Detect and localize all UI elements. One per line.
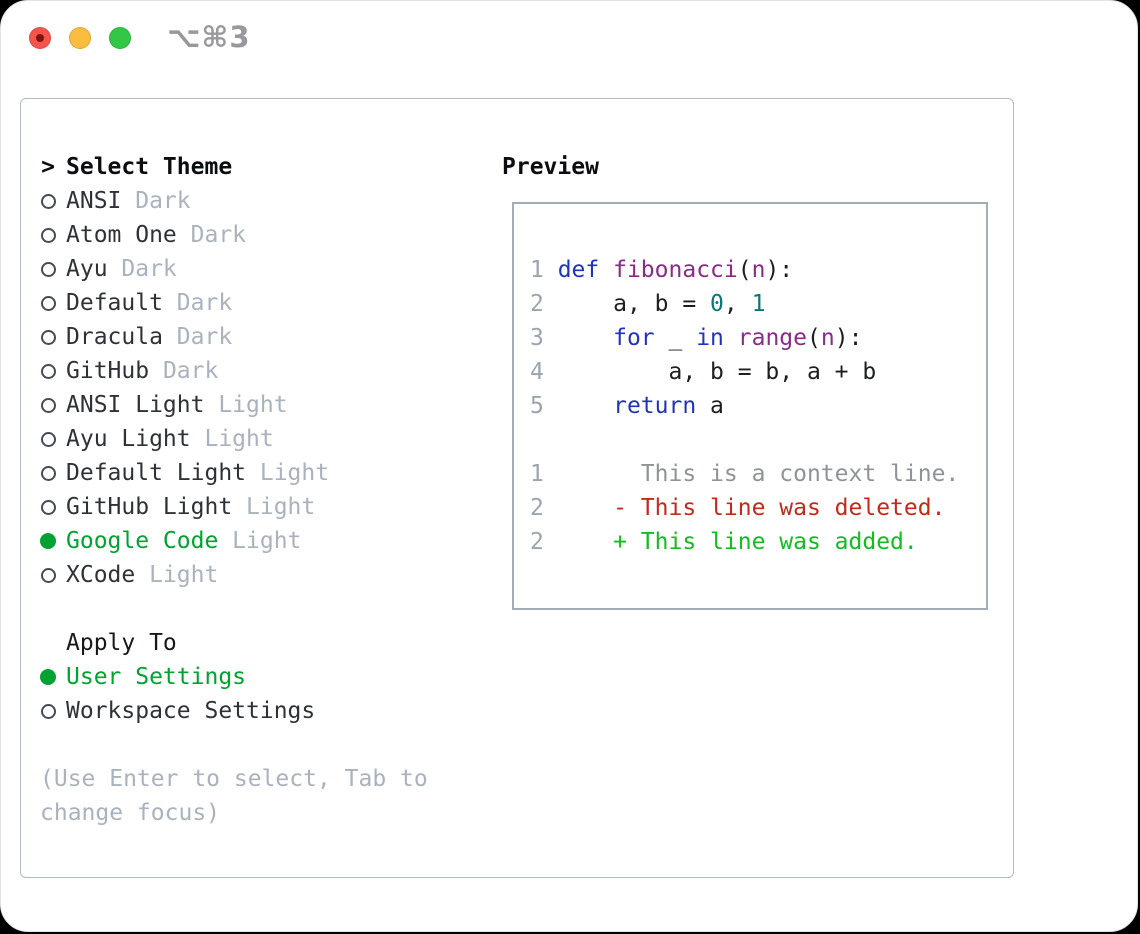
item-variant-label: Dark <box>162 324 233 350</box>
item-label: ANSI <box>66 188 122 214</box>
radio-icon <box>40 261 56 277</box>
theme-item-atom-one[interactable]: Atom One Dark <box>40 218 480 252</box>
theme-item-default-light[interactable]: Default Light Light <box>40 456 480 490</box>
preview-box: 1 def fibonacci(n): 2 a, b = 0, 1 3 for … <box>512 202 988 610</box>
item-variant-label: Dark <box>149 358 219 384</box>
select-theme-header: > Select Theme <box>40 150 480 184</box>
radio-icon <box>40 465 56 481</box>
theme-item-dracula[interactable]: Dracula Dark <box>40 320 480 354</box>
item-variant-label: Light <box>135 562 219 588</box>
item-variant-label: Dark <box>176 222 247 248</box>
item-label: XCode <box>66 562 136 588</box>
radio-icon <box>40 533 56 549</box>
item-variant-label: Light <box>246 460 330 486</box>
apply-option-workspace-settings[interactable]: Workspace Settings <box>40 694 480 728</box>
theme-item-default[interactable]: Default Dark <box>40 286 480 320</box>
select-theme-header-label: Select Theme <box>66 154 233 180</box>
zoom-button[interactable] <box>109 27 131 49</box>
radio-icon <box>40 295 56 311</box>
item-label: GitHub <box>66 358 150 384</box>
theme-item-xcode[interactable]: XCode Light <box>40 558 480 592</box>
radio-icon <box>40 227 56 243</box>
theme-item-ansi[interactable]: ANSI Dark <box>40 184 480 218</box>
item-label: Atom One <box>66 222 177 248</box>
preview-code: 1 def fibonacci(n): 2 a, b = 0, 1 3 for … <box>530 257 960 555</box>
item-variant-label: Light <box>232 494 316 520</box>
item-label: Default <box>66 290 163 316</box>
help-text: (Use Enter to select, Tab to change focu… <box>40 766 428 826</box>
theme-item-github[interactable]: GitHub Dark <box>40 354 480 388</box>
item-variant-label: Light <box>204 392 288 418</box>
spacer <box>40 592 480 626</box>
theme-item-ansi-light[interactable]: ANSI Light Light <box>40 388 480 422</box>
item-label: Dracula <box>66 324 163 350</box>
titlebar: ⌥⌘3 <box>1 1 1137 75</box>
theme-item-ayu[interactable]: Ayu Dark <box>40 252 480 286</box>
radio-icon <box>40 193 56 209</box>
theme-list: ANSI Dark Atom One Dark Ayu Dark Default… <box>40 184 480 592</box>
radio-icon <box>40 703 56 719</box>
item-label: ANSI Light <box>66 392 205 418</box>
spacer <box>40 728 480 762</box>
radio-icon <box>40 329 56 345</box>
radio-icon <box>40 363 56 379</box>
item-label: Ayu <box>66 256 108 282</box>
traffic-lights <box>29 27 131 49</box>
item-variant-label: Light <box>190 426 274 452</box>
theme-picker-panel: > Select Theme ANSI Dark Atom One Dark A… <box>20 98 1014 878</box>
item-variant-label: Dark <box>162 290 233 316</box>
theme-item-github-light[interactable]: GitHub Light Light <box>40 490 480 524</box>
selection-pointer-icon: > <box>41 154 55 180</box>
radio-icon <box>40 499 56 515</box>
theme-selector: > Select Theme ANSI Dark Atom One Dark A… <box>40 150 480 830</box>
apply-to-header-label: Apply To <box>66 630 177 656</box>
unsaved-indicator-icon <box>36 34 44 42</box>
theme-item-ayu-light[interactable]: Ayu Light Light <box>40 422 480 456</box>
item-label: Ayu Light <box>66 426 191 452</box>
minimize-button[interactable] <box>69 27 91 49</box>
apply-option-user-settings[interactable]: User Settings <box>40 660 480 694</box>
apply-to-options: User Settings Workspace Settings <box>40 660 480 728</box>
item-label: GitHub Light <box>66 494 233 520</box>
item-variant-label: Dark <box>107 256 177 282</box>
radio-icon <box>40 567 56 583</box>
radio-icon <box>40 431 56 447</box>
apply-to-header: Apply To <box>40 626 480 660</box>
radio-icon <box>40 669 56 685</box>
item-label: User Settings <box>66 664 247 690</box>
close-button[interactable] <box>29 27 51 49</box>
radio-icon <box>40 397 56 413</box>
item-label: Default Light <box>66 460 247 486</box>
item-variant-label: Dark <box>121 188 191 214</box>
window-shortcut-label: ⌥⌘3 <box>167 20 251 54</box>
item-label: Workspace Settings <box>66 698 316 724</box>
preview-title: Preview <box>502 154 599 180</box>
item-label: Google Code <box>66 528 219 554</box>
theme-item-google-code[interactable]: Google Code Light <box>40 524 480 558</box>
item-variant-label: Light <box>218 528 302 554</box>
